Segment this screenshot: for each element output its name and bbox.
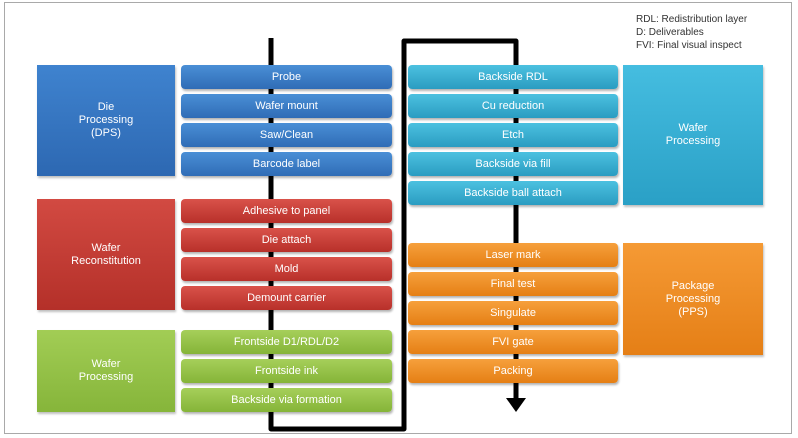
group-package-processing: Package Processing (PPS) [623,243,763,355]
step-cu-reduction: Cu reduction [408,94,618,118]
abbreviation-legend: RDL: Redistribution layer D: Deliverable… [636,13,747,52]
step-fvi-gate: FVI gate [408,330,618,354]
arrow-head-icon [506,398,526,412]
step-probe: Probe [181,65,392,89]
step-barcode-label: Barcode label [181,152,392,176]
group-wafer-reconstitution: Wafer Reconstitution [37,199,175,310]
step-singulate: Singulate [408,301,618,325]
step-laser-mark: Laser mark [408,243,618,267]
step-packing: Packing [408,359,618,383]
step-etch: Etch [408,123,618,147]
step-die-attach: Die attach [181,228,392,252]
step-backside-via-formation: Backside via formation [181,388,392,412]
step-adhesive-to-panel: Adhesive to panel [181,199,392,223]
step-final-test: Final test [408,272,618,296]
step-mold: Mold [181,257,392,281]
step-frontside-d1-rdl-d2: Frontside D1/RDL/D2 [181,330,392,354]
legend-item: FVI: Final visual inspect [636,40,742,51]
step-demount-carrier: Demount carrier [181,286,392,310]
step-backside-via-fill: Backside via fill [408,152,618,176]
step-saw-clean: Saw/Clean [181,123,392,147]
step-backside-ball-attach: Backside ball attach [408,181,618,205]
group-die-processing: Die Processing (DPS) [37,65,175,176]
legend-item: RDL: Redistribution layer [636,14,748,25]
step-backside-rdl: Backside RDL [408,65,618,89]
diagram-frame [4,2,792,434]
group-wafer-processing-back: Wafer Processing [623,65,763,205]
group-wafer-processing-front: Wafer Processing [37,330,175,412]
step-frontside-ink: Frontside ink [181,359,392,383]
legend-item: D: Deliverables [636,27,704,38]
step-wafer-mount: Wafer mount [181,94,392,118]
